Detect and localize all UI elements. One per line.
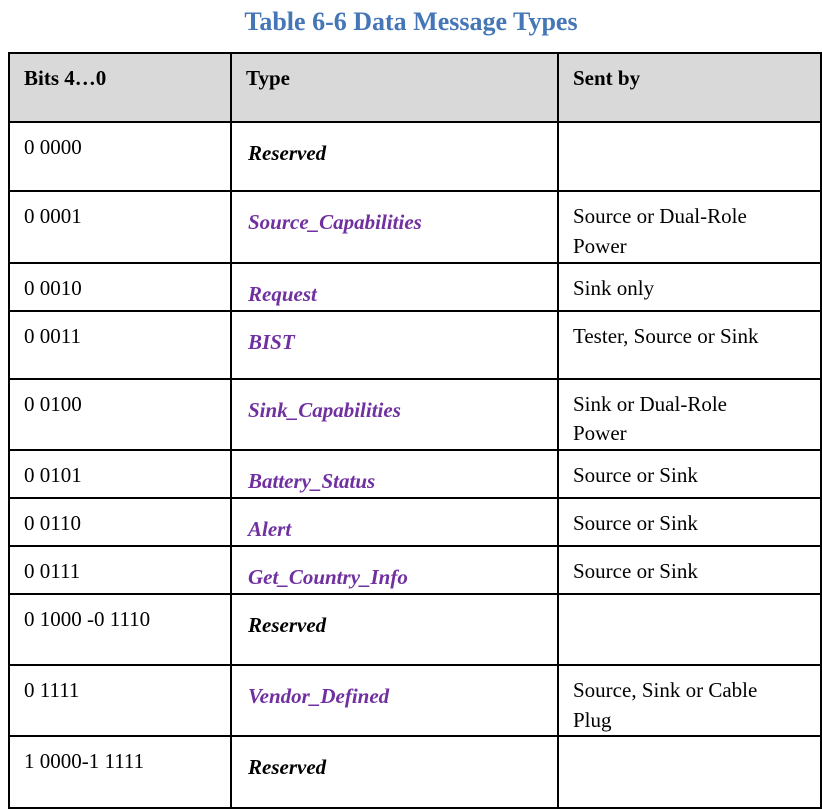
table-row: 0 0100 Sink_Capabilities Sink or Dual-Ro… — [8, 377, 822, 452]
type-link-sink-capabilities[interactable]: Sink_Capabilities — [230, 377, 559, 452]
sent-by-cell: Source, Sink or Cable Plug — [557, 663, 822, 738]
table-row: 0 1000 -0 1110 Reserved — [8, 592, 822, 666]
table-row: 1 0000-1 1111 Reserved — [8, 735, 822, 810]
sent-by-cell: Source or Dual-Role Power — [557, 190, 822, 264]
table-row: 0 0000 Reserved — [8, 121, 822, 192]
type-cell-reserved: Reserved — [230, 735, 559, 810]
table-row: 0 0111 Get_Country_Info Source or Sink — [8, 544, 822, 595]
sent-by-cell — [557, 592, 822, 666]
table-row: 0 0010 Request Sink only — [8, 261, 822, 312]
table-row: 0 0101 Battery_Status Source or Sink — [8, 449, 822, 500]
type-link-vendor-defined[interactable]: Vendor_Defined — [230, 663, 559, 738]
type-link-request[interactable]: Request — [230, 261, 559, 312]
header-row: Bits 4…0 Type Sent by — [8, 52, 822, 123]
sent-by-cell: Sink or Dual-Role Power — [557, 377, 822, 452]
type-link-get-country-info[interactable]: Get_Country_Info — [230, 544, 559, 595]
table-row: 0 0110 Alert Source or Sink — [8, 497, 822, 547]
sent-by-cell: Source or Sink — [557, 544, 822, 595]
table-row: 0 1111 Vendor_Defined Source, Sink or Ca… — [8, 663, 822, 738]
bits-cell: 0 0001 — [8, 190, 232, 264]
bits-cell: 0 0011 — [8, 309, 232, 380]
table-row: 0 0001 Source_Capabilities Source or Dua… — [8, 190, 822, 264]
bits-cell: 0 0010 — [8, 261, 232, 312]
bits-cell: 0 0111 — [8, 544, 232, 595]
type-cell-reserved: Reserved — [230, 592, 559, 666]
bits-cell: 0 1000 -0 1110 — [8, 592, 232, 666]
type-link-alert[interactable]: Alert — [230, 497, 559, 547]
bits-cell: 0 0101 — [8, 449, 232, 500]
sent-by-cell: Tester, Source or Sink — [557, 309, 822, 380]
bits-cell: 0 1111 — [8, 663, 232, 738]
bits-cell: 0 0100 — [8, 377, 232, 452]
header-sent-by: Sent by — [557, 52, 822, 123]
header-bits: Bits 4…0 — [8, 52, 232, 123]
sent-by-cell: Source or Sink — [557, 497, 822, 547]
type-cell-reserved: Reserved — [230, 121, 559, 192]
table-title: Table 6-6 Data Message Types — [244, 7, 578, 36]
type-link-source-capabilities[interactable]: Source_Capabilities — [230, 190, 559, 264]
table-row: 0 0011 BIST Tester, Source or Sink — [8, 309, 822, 380]
type-link-battery-status[interactable]: Battery_Status — [230, 449, 559, 500]
sent-by-cell — [557, 735, 822, 810]
bits-cell: 1 0000-1 1111 — [8, 735, 232, 810]
type-link-bist[interactable]: BIST — [230, 309, 559, 380]
sent-by-cell — [557, 121, 822, 192]
bits-cell: 0 0110 — [8, 497, 232, 547]
bits-cell: 0 0000 — [8, 121, 232, 192]
data-message-types-table: Bits 4…0 Type Sent by 0 0000 Reserved 0 … — [8, 52, 822, 810]
header-type: Type — [230, 52, 559, 123]
sent-by-cell: Sink only — [557, 261, 822, 312]
sent-by-cell: Source or Sink — [557, 449, 822, 500]
